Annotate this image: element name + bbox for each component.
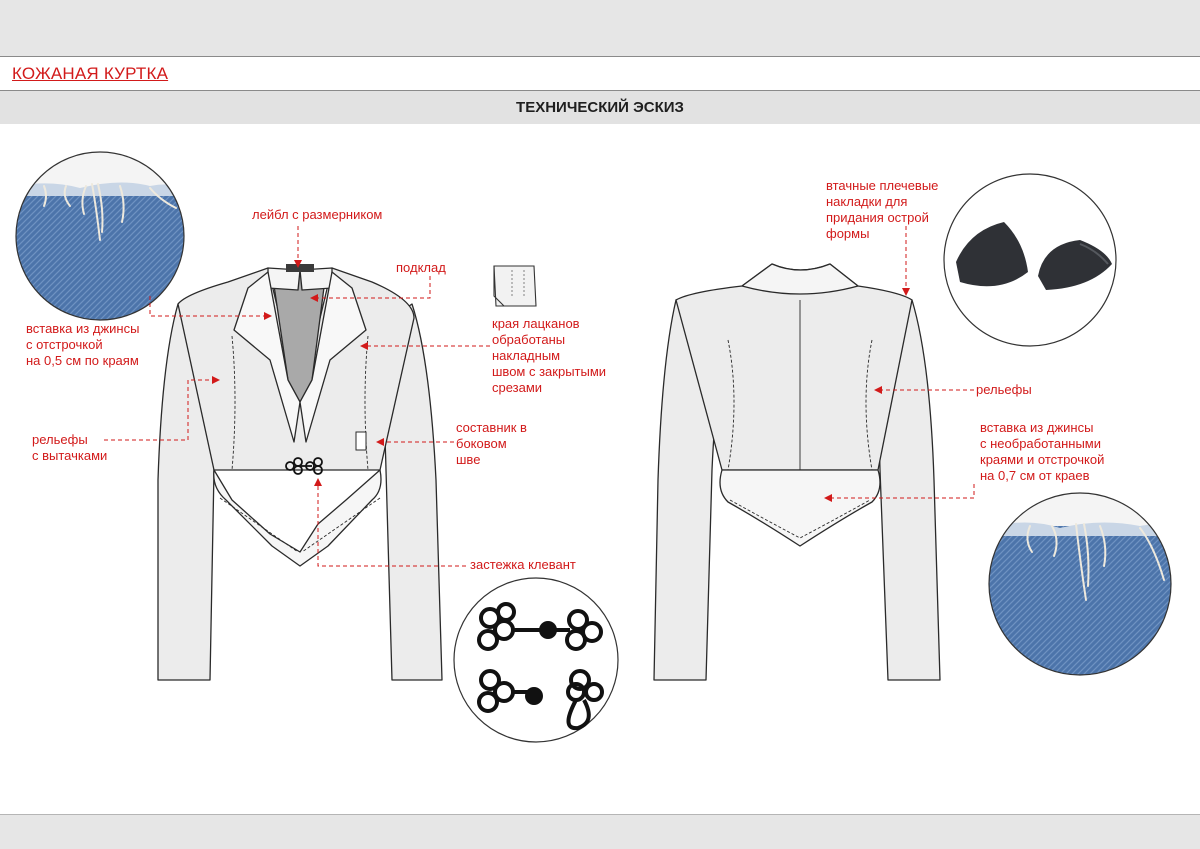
side-seam-component	[355, 431, 367, 451]
denim-swatch-back	[988, 492, 1172, 676]
front-jacket	[157, 267, 443, 681]
title-row: КОЖАНАЯ КУРТКА	[0, 57, 1200, 91]
frog-clasp-small	[285, 457, 323, 475]
label-size-tag-note: лейбл с размерником	[252, 207, 383, 222]
label-shoulder-pads-note: втачные плечевые накладки для придания о…	[826, 178, 939, 241]
denim-peplum	[213, 469, 382, 567]
folded-edge-icon	[493, 265, 537, 307]
back-jacket	[653, 263, 941, 681]
frog-clasp-swatch	[453, 577, 619, 743]
section-bar: ТЕХНИЧЕСКИЙ ЭСКИЗ	[0, 91, 1200, 124]
leader-arrowheads	[212, 260, 910, 502]
leader-lines	[104, 226, 975, 567]
page-title: КОЖАНАЯ КУРТКА	[12, 64, 169, 83]
shoulder-pad-swatch	[943, 173, 1117, 347]
back-collar	[741, 263, 859, 295]
denim-swatch-front	[15, 151, 185, 321]
back-denim-insert	[719, 469, 881, 547]
label-lapel-edges-note: края лацканов обработаны накладным швом …	[492, 316, 607, 395]
label-side-seam-note: составник в боковом шве	[456, 420, 527, 467]
top-band	[0, 0, 1200, 57]
label-reliefs-darts-note: рельефы с вытачками	[32, 432, 108, 463]
size-label-tag	[286, 264, 314, 272]
label-denim-insert-back-note: вставка из джинсы с необработанными края…	[980, 420, 1105, 483]
label-denim-insert-front-note: вставка из джинсы с отстрочкой на 0,5 см…	[26, 321, 140, 368]
label-reliefs-back-note: рельефы	[976, 382, 1032, 397]
label-lining-note: подклад	[396, 260, 446, 275]
left-lapel	[233, 271, 301, 443]
right-lapel	[299, 271, 367, 443]
section-title: ТЕХНИЧЕСКИЙ ЭСКИЗ	[516, 99, 684, 116]
bottom-band	[0, 814, 1200, 849]
label-clasp-note: застежка клевант	[470, 557, 576, 572]
